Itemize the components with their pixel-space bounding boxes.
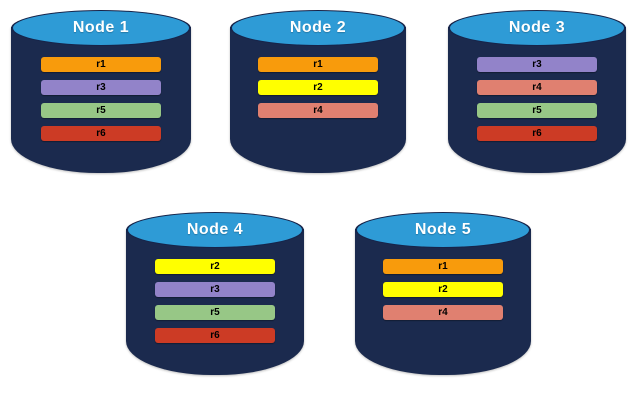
record-label: r3 bbox=[532, 58, 542, 70]
record-label: r3 bbox=[96, 81, 106, 93]
record-label: r4 bbox=[532, 81, 542, 93]
cylinder-body bbox=[11, 27, 191, 173]
record-label: r2 bbox=[313, 81, 323, 93]
node-5[interactable]: Node 5 r1 r2 r4 bbox=[355, 212, 531, 392]
record-label: r1 bbox=[438, 260, 448, 272]
record-label: r6 bbox=[96, 127, 106, 139]
cylinder-top-disc: Node 3 bbox=[450, 11, 624, 45]
record-bar[interactable]: r1 bbox=[383, 259, 503, 274]
node-title: Node 3 bbox=[508, 19, 566, 36]
record-bar[interactable]: r4 bbox=[258, 103, 378, 118]
cylinder-top-disc: Node 1 bbox=[13, 11, 189, 45]
node-title: Node 5 bbox=[414, 221, 472, 238]
cylinder-body bbox=[448, 27, 626, 173]
record-bar[interactable]: r4 bbox=[383, 305, 503, 320]
record-label: r4 bbox=[313, 104, 323, 116]
record-bar[interactable]: r6 bbox=[477, 126, 597, 141]
record-label: r1 bbox=[96, 58, 106, 70]
node-2[interactable]: Node 2 r1 r2 r4 bbox=[230, 10, 406, 190]
node-1[interactable]: Node 1 r1 r3 r5 r6 bbox=[11, 10, 191, 190]
record-label: r6 bbox=[532, 127, 542, 139]
record-label: r2 bbox=[210, 260, 220, 272]
record-bar[interactable]: r4 bbox=[477, 80, 597, 95]
record-label: r4 bbox=[438, 306, 448, 318]
record-bar[interactable]: r2 bbox=[258, 80, 378, 95]
node-4[interactable]: Node 4 r2 r3 r5 r6 bbox=[126, 212, 304, 392]
node-title: Node 1 bbox=[72, 19, 130, 36]
record-bar[interactable]: r6 bbox=[155, 328, 275, 343]
record-list: r2 r3 r5 r6 bbox=[126, 259, 304, 343]
cylinder-body bbox=[126, 229, 304, 375]
record-bar[interactable]: r5 bbox=[155, 305, 275, 320]
record-label: r1 bbox=[313, 58, 323, 70]
record-list: r1 r3 r5 r6 bbox=[11, 57, 191, 141]
record-bar[interactable]: r2 bbox=[383, 282, 503, 297]
cylinder-top-disc: Node 2 bbox=[232, 11, 404, 45]
record-label: r5 bbox=[210, 306, 220, 318]
cylinder-body bbox=[355, 229, 531, 375]
record-label: r3 bbox=[210, 283, 220, 295]
record-bar[interactable]: r5 bbox=[477, 103, 597, 118]
record-label: r6 bbox=[210, 329, 220, 341]
record-label: r5 bbox=[532, 104, 542, 116]
cylinder-top-disc: Node 5 bbox=[357, 213, 529, 247]
record-bar[interactable]: r2 bbox=[155, 259, 275, 274]
node-3[interactable]: Node 3 r3 r4 r5 r6 bbox=[448, 10, 626, 190]
record-bar[interactable]: r1 bbox=[258, 57, 378, 72]
record-bar[interactable]: r1 bbox=[41, 57, 161, 72]
record-list: r1 r2 r4 bbox=[230, 57, 406, 118]
record-bar[interactable]: r3 bbox=[155, 282, 275, 297]
record-bar[interactable]: r3 bbox=[41, 80, 161, 95]
record-bar[interactable]: r3 bbox=[477, 57, 597, 72]
node-title: Node 4 bbox=[186, 221, 244, 238]
cylinder-top-disc: Node 4 bbox=[128, 213, 302, 247]
record-label: r2 bbox=[438, 283, 448, 295]
record-bar[interactable]: r6 bbox=[41, 126, 161, 141]
record-bar[interactable]: r5 bbox=[41, 103, 161, 118]
node-title: Node 2 bbox=[289, 19, 347, 36]
record-list: r1 r2 r4 bbox=[355, 259, 531, 320]
record-list: r3 r4 r5 r6 bbox=[448, 57, 626, 141]
record-label: r5 bbox=[96, 104, 106, 116]
cylinder-body bbox=[230, 27, 406, 173]
